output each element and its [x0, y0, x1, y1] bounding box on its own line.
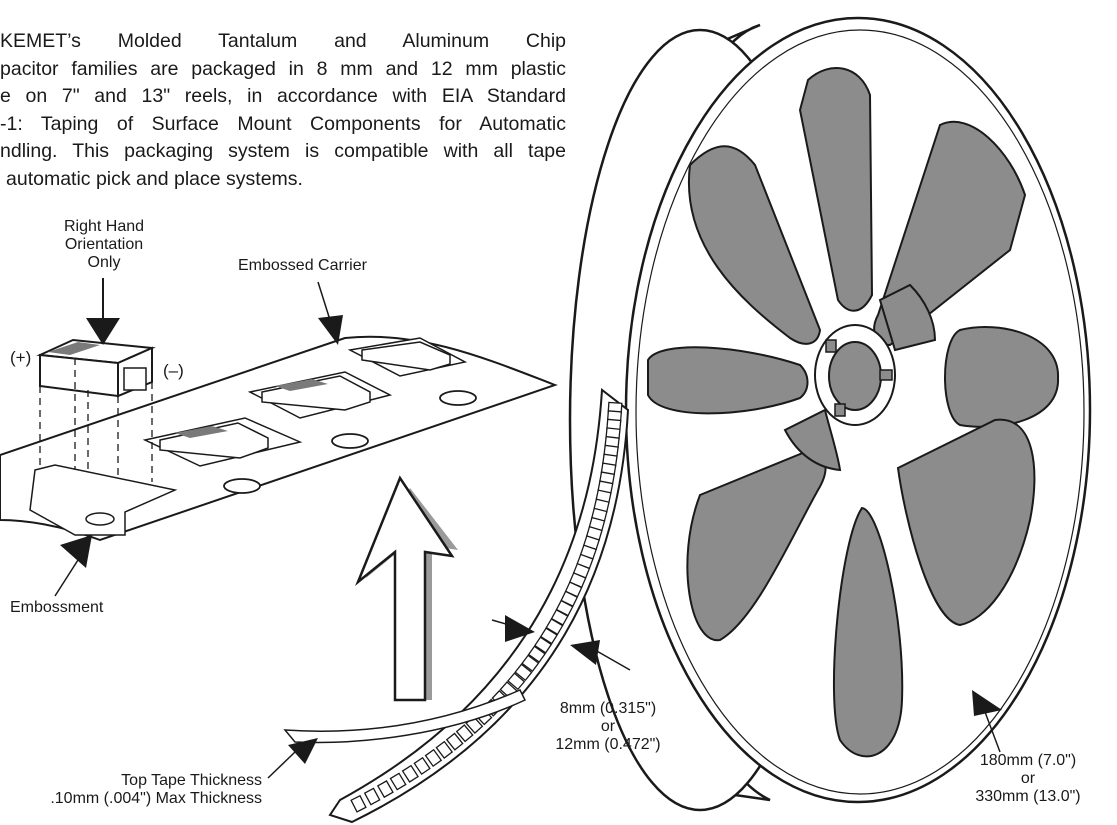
tape-pocket [350, 794, 367, 813]
embossed-carrier-tape [0, 335, 558, 542]
embossed-carrier-label: Embossed Carrier [238, 257, 367, 274]
chip-in-pocket-2 [261, 375, 371, 411]
intro-paragraph: KEMET’s Molded Tantalum and Aluminum Chi… [0, 28, 566, 193]
tape-pocket [545, 618, 564, 636]
stripe-2 [275, 379, 328, 391]
arrow-body [355, 475, 455, 702]
reel-window [687, 145, 822, 345]
reel-window [647, 346, 809, 415]
reel-windows [647, 67, 1060, 758]
tape-pocket [445, 732, 464, 751]
reel-window [944, 326, 1060, 428]
chip-stripe [48, 342, 100, 355]
reel-window [896, 418, 1036, 627]
intro-line-4: -1: Taping of Surface Mount Components f… [0, 112, 566, 135]
projection-lines [39, 358, 153, 482]
orientation-label: Right Hand Orientation Only [63, 218, 145, 271]
tape-pocket [507, 672, 526, 691]
tape-pocket [424, 748, 443, 768]
reel-hub [783, 283, 937, 472]
arrowhead [318, 315, 343, 345]
reel-size-label: 180mm (7.0") or 330mm (13.0") [975, 752, 1081, 805]
reel-front-inner [635, 29, 1085, 795]
tape-width-label: 8mm (0.315") or 12mm (0.472") [555, 700, 661, 753]
chip-in-pocket-3 [361, 341, 451, 371]
chip-terminal [123, 367, 147, 391]
tape-pocket [376, 780, 394, 799]
callouts [54, 278, 1002, 779]
tape-pocket [413, 756, 431, 776]
reel-window [686, 448, 827, 642]
tape-pocket [455, 724, 474, 743]
arrowhead [60, 535, 92, 568]
reel [568, 16, 1092, 812]
intro-line-2: pacitor families are packaged in 8 mm an… [0, 57, 566, 80]
sprocket-hole [331, 433, 369, 449]
arrowhead [972, 690, 1002, 716]
stripe-1 [175, 426, 228, 438]
hub-center [828, 341, 882, 411]
hub-key [834, 403, 846, 417]
intro-line-5: ndling. This packaging system is compati… [0, 140, 566, 162]
hub-key [879, 369, 893, 381]
embossment-label: Embossment [10, 599, 104, 616]
sprocket-hole [439, 390, 477, 406]
intro-line-6: automatic pick and place systems. [6, 167, 303, 190]
chip-in-pocket-1 [159, 422, 269, 459]
carrier-tape-strip [283, 388, 630, 824]
tape-pocket [533, 636, 553, 654]
top-tape-peel [283, 689, 527, 744]
tape-pocket [521, 654, 540, 673]
sprocket-hole [223, 478, 261, 494]
top-tape-label: Top Tape Thickness .10mm (.004") Max Thi… [50, 772, 262, 807]
tape-pocket [514, 663, 533, 682]
tape-pocket [539, 627, 558, 645]
tape-pocket [401, 764, 419, 783]
arrowhead [86, 318, 120, 345]
feed-direction-arrow [355, 475, 458, 702]
arrowhead [288, 738, 318, 764]
capacitor-chip [36, 338, 156, 482]
plus-terminal-label: (+) [10, 348, 32, 367]
hub-sector [878, 283, 937, 352]
tape-pocket [435, 740, 454, 759]
reel-window [833, 506, 904, 758]
tape-pocket [389, 772, 407, 791]
chip-front [39, 353, 119, 398]
hub-sector [783, 408, 842, 472]
hub-key [825, 339, 837, 353]
intro-line-3: e on 7" and 13" reels, in accordance wit… [0, 85, 566, 107]
intro-line-1: KEMET’s Molded Tantalum and Aluminum Chi… [0, 30, 566, 52]
reel-window [798, 67, 874, 312]
embossment-hole [85, 512, 115, 526]
tape-pocket [363, 787, 381, 806]
minus-terminal-label: (–) [163, 361, 184, 380]
arrowhead [570, 640, 600, 665]
arrowhead [505, 615, 535, 642]
tape-pocket [527, 645, 546, 663]
